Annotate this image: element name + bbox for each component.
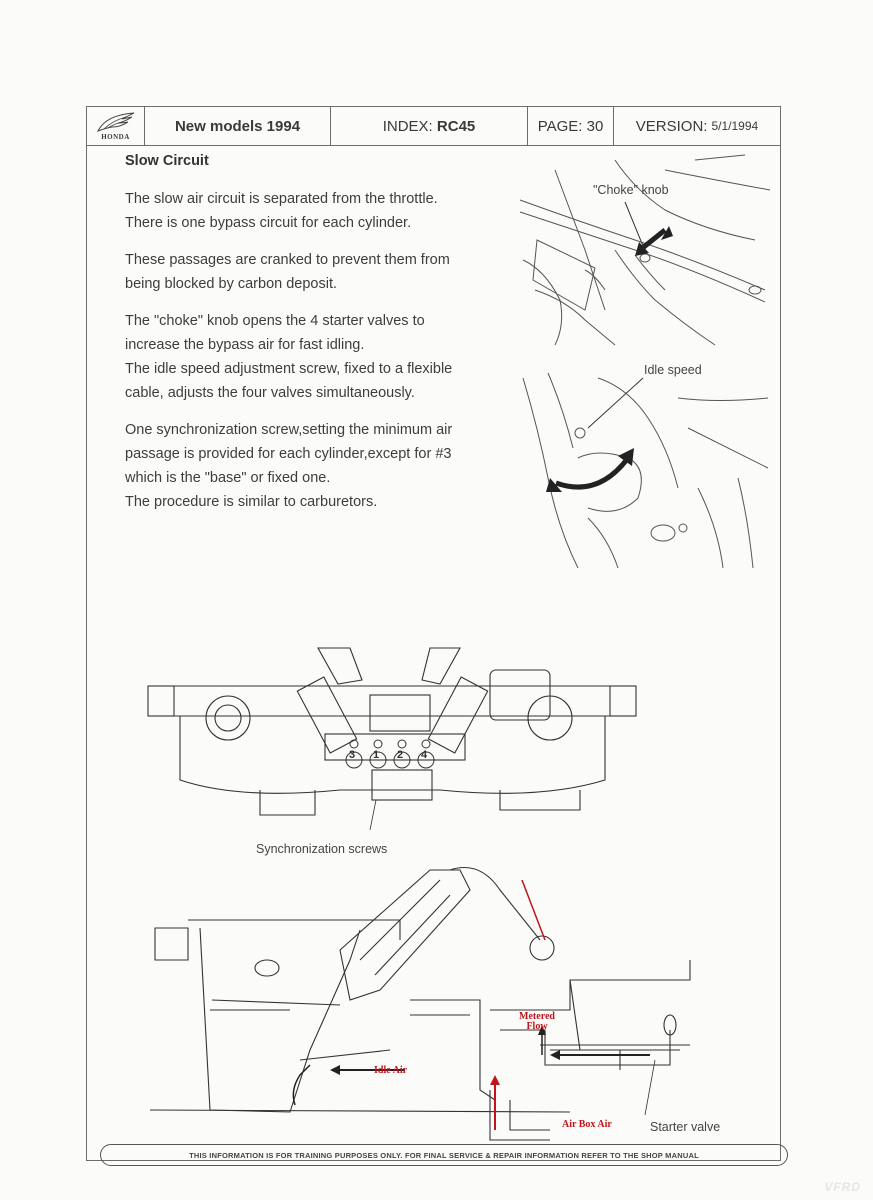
footer-text: THIS INFORMATION IS FOR TRAINING PURPOSE… bbox=[189, 1150, 699, 1160]
page-value: 30 bbox=[586, 117, 604, 135]
air-box-air-label: Air Box Air bbox=[562, 1119, 612, 1130]
page-cell: PAGE: 30 bbox=[528, 107, 614, 145]
idle-speed-label: Idle speed bbox=[644, 363, 702, 377]
starter-valve-label: Starter valve bbox=[650, 1120, 721, 1134]
choke-knob-label: "Choke" knob bbox=[593, 183, 669, 197]
cylinder-number: 2 bbox=[397, 749, 403, 761]
idle-speed-figure bbox=[522, 372, 769, 569]
paragraph-line: being blocked by carbon deposit. bbox=[125, 276, 338, 292]
footer-disclaimer: THIS INFORMATION IS FOR TRAINING PURPOSE… bbox=[100, 1144, 788, 1166]
paragraph-line: The procedure is similar to carburetors. bbox=[125, 494, 378, 510]
cross-section-figure bbox=[150, 866, 691, 1141]
index-cell: INDEX: RC45 bbox=[331, 107, 528, 145]
index-label: INDEX: bbox=[382, 117, 433, 135]
section-title: Slow Circuit bbox=[125, 153, 209, 169]
paragraph-1: The slow air circuit is separated from t… bbox=[125, 187, 505, 235]
cylinder-number: 4 bbox=[421, 749, 428, 761]
paragraph-line: There is one bypass circuit for each cyl… bbox=[125, 215, 412, 231]
idle-air-label: Idle Air bbox=[374, 1065, 408, 1076]
version-label: VERSION: bbox=[635, 117, 708, 135]
brand-name: HONDA bbox=[101, 133, 130, 141]
header-table: HONDA New models 1994 INDEX: RC45 PAGE: … bbox=[86, 106, 781, 146]
paragraph-2: These passages are cranked to prevent th… bbox=[125, 248, 505, 296]
paragraph-line: The "choke" knob opens the 4 starter val… bbox=[125, 313, 425, 329]
paragraph-4: One synchronization screw,setting the mi… bbox=[125, 418, 505, 514]
paragraph-line: passage is provided for each cylinder,ex… bbox=[125, 446, 452, 462]
metered-flow-label: Metered Flow bbox=[519, 1011, 555, 1032]
choke-knob-figure bbox=[519, 154, 771, 346]
version-value: 5/1/1994 bbox=[711, 119, 759, 133]
page-label: PAGE: bbox=[537, 117, 583, 135]
paragraph-line: The idle speed adjustment screw, fixed t… bbox=[125, 361, 453, 377]
paragraph-line: increase the bypass air for fast idling. bbox=[125, 337, 365, 353]
wing-icon bbox=[96, 112, 134, 132]
index-value: RC45 bbox=[436, 117, 476, 135]
paragraph-line: which is the "base" or fixed one. bbox=[125, 470, 331, 486]
sync-screws-label: Synchronization screws bbox=[256, 842, 388, 856]
version-cell: VERSION:5/1/1994 bbox=[614, 107, 780, 145]
paragraph-line: These passages are cranked to prevent th… bbox=[125, 252, 450, 268]
honda-logo: HONDA bbox=[87, 107, 145, 145]
models-cell: New models 1994 bbox=[145, 107, 331, 145]
watermark: VFRD bbox=[824, 1180, 861, 1194]
cylinder-number: 1 bbox=[373, 749, 379, 761]
paragraph-line: One synchronization screw,setting the mi… bbox=[125, 422, 453, 438]
paragraph-line: The slow air circuit is separated from t… bbox=[125, 191, 438, 207]
paragraph-3: The "choke" knob opens the 4 starter val… bbox=[125, 309, 505, 405]
cylinder-number: 3 bbox=[349, 749, 355, 761]
paragraph-line: cable, adjusts the four valves simultane… bbox=[125, 385, 415, 401]
throttle-body-figure: 3 1 2 4 bbox=[147, 647, 637, 830]
